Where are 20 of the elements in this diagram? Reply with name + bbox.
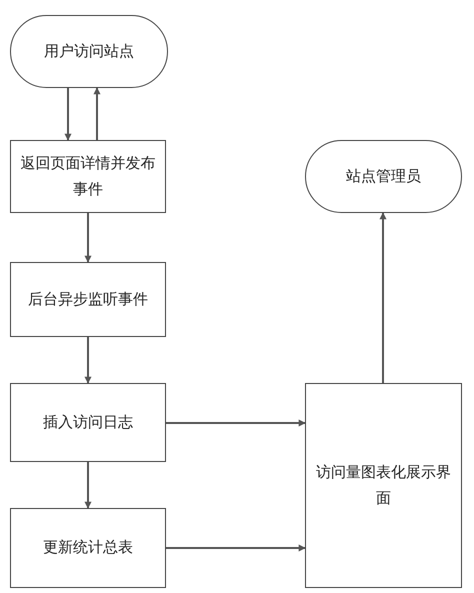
process-box — [10, 262, 166, 337]
process-box — [10, 508, 166, 588]
node-label: 站点管理员 — [346, 166, 421, 187]
process-box — [10, 383, 166, 462]
node-label: 返回页面详情并发布事件 — [20, 153, 156, 200]
node-label: 后台异步监听事件 — [28, 288, 148, 310]
node-label: 更新统计总表 — [43, 537, 133, 558]
arrow — [84, 462, 92, 509]
node-label: 用户访问站点 — [44, 40, 134, 62]
arrow — [84, 337, 92, 384]
node-label: 访问量图表化展示界面 — [315, 462, 452, 508]
arrow — [166, 420, 306, 426]
arrow — [380, 212, 386, 383]
arrow — [94, 87, 100, 140]
process-box — [305, 383, 462, 588]
arrow — [166, 544, 306, 552]
node-label: 插入访问日志 — [43, 412, 133, 433]
process-box — [10, 140, 166, 213]
arrow — [64, 88, 72, 141]
arrow — [84, 213, 92, 263]
